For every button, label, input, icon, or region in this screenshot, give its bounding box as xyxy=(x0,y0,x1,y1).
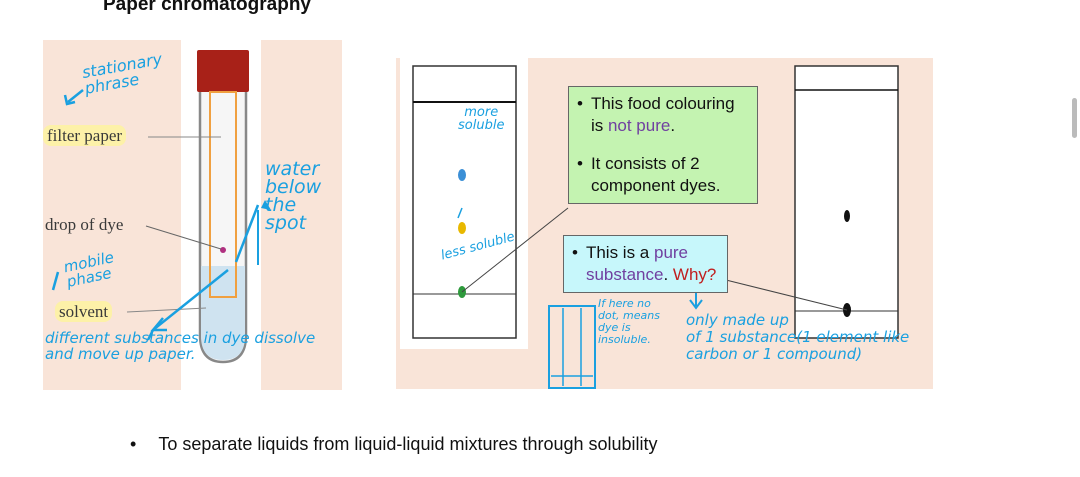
chromatogram-drawing xyxy=(400,58,899,389)
more-soluble-note: more soluble xyxy=(458,105,505,133)
test-tube-drawing xyxy=(51,40,271,390)
filter-paper-label: filter paper xyxy=(43,125,127,146)
scrollbar[interactable] xyxy=(1072,98,1077,138)
insoluble-note: If here no dot, means dye is insoluble. xyxy=(598,297,660,346)
water-below-spot-note: water below the spot xyxy=(265,158,322,234)
bullet-icon: • xyxy=(130,434,137,454)
solvent-label: solvent xyxy=(55,301,113,322)
page-heading: Paper chromatography xyxy=(103,0,311,15)
blue-dye-spot xyxy=(458,169,466,181)
bullet-text: To separate liquids from liquid-liquid m… xyxy=(158,434,658,454)
drop-of-dye-label: drop of dye xyxy=(45,215,124,234)
single-substance-note: only made up of 1 substance(1 element li… xyxy=(686,311,910,363)
yellow-dye-spot xyxy=(458,222,466,234)
test-tube-diagram: stationary phrase filter paper drop of d… xyxy=(43,40,342,390)
chromatogram-diagram: more soluble less soluble •This food col… xyxy=(396,58,933,389)
bullet-point: • To separate liquids from liquid-liquid… xyxy=(130,434,658,455)
different-substances-note: different substances in dye dissolve and… xyxy=(45,329,316,363)
